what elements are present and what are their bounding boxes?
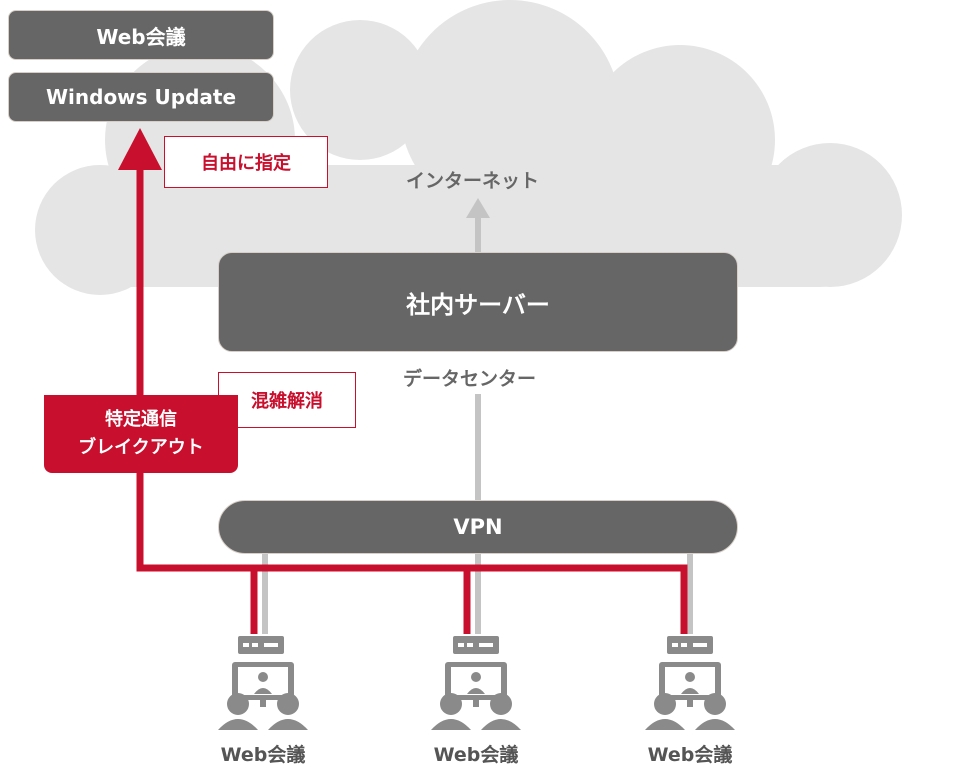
- internet-label: インターネット: [406, 170, 540, 192]
- destination-web-meeting: Web会議: [8, 10, 274, 60]
- breakout-tag-line2: ブレイクアウト: [78, 437, 204, 458]
- client-label: Web会議: [433, 744, 519, 766]
- video-meeting-icon: [218, 662, 308, 730]
- client-label: Web会議: [647, 744, 733, 766]
- breakout-tag: 特定通信 ブレイクアウト: [44, 395, 238, 473]
- client-label: Web会議: [220, 744, 306, 766]
- video-meeting-icon: [645, 662, 735, 730]
- congestion-relief-tag: 混雑解消: [218, 372, 356, 428]
- router-icon: [453, 636, 499, 654]
- destination-windows-update: Windows Update: [8, 72, 274, 122]
- client-vpn-lines: [262, 552, 693, 634]
- vpn-bar: VPN: [218, 500, 738, 554]
- internet-arrow-icon: [466, 198, 490, 218]
- router-icon: [667, 636, 713, 654]
- datacenter-label: データセンター: [403, 368, 537, 390]
- router-icon: [238, 636, 284, 654]
- breakout-path: [136, 166, 688, 634]
- breakout-arrow-icon: [118, 128, 162, 170]
- video-meeting-icon: [431, 662, 521, 730]
- breakout-tag-line1: 特定通信: [105, 409, 177, 430]
- free-designation-tag: 自由に指定: [164, 136, 328, 188]
- internal-server: 社内サーバー: [218, 252, 738, 352]
